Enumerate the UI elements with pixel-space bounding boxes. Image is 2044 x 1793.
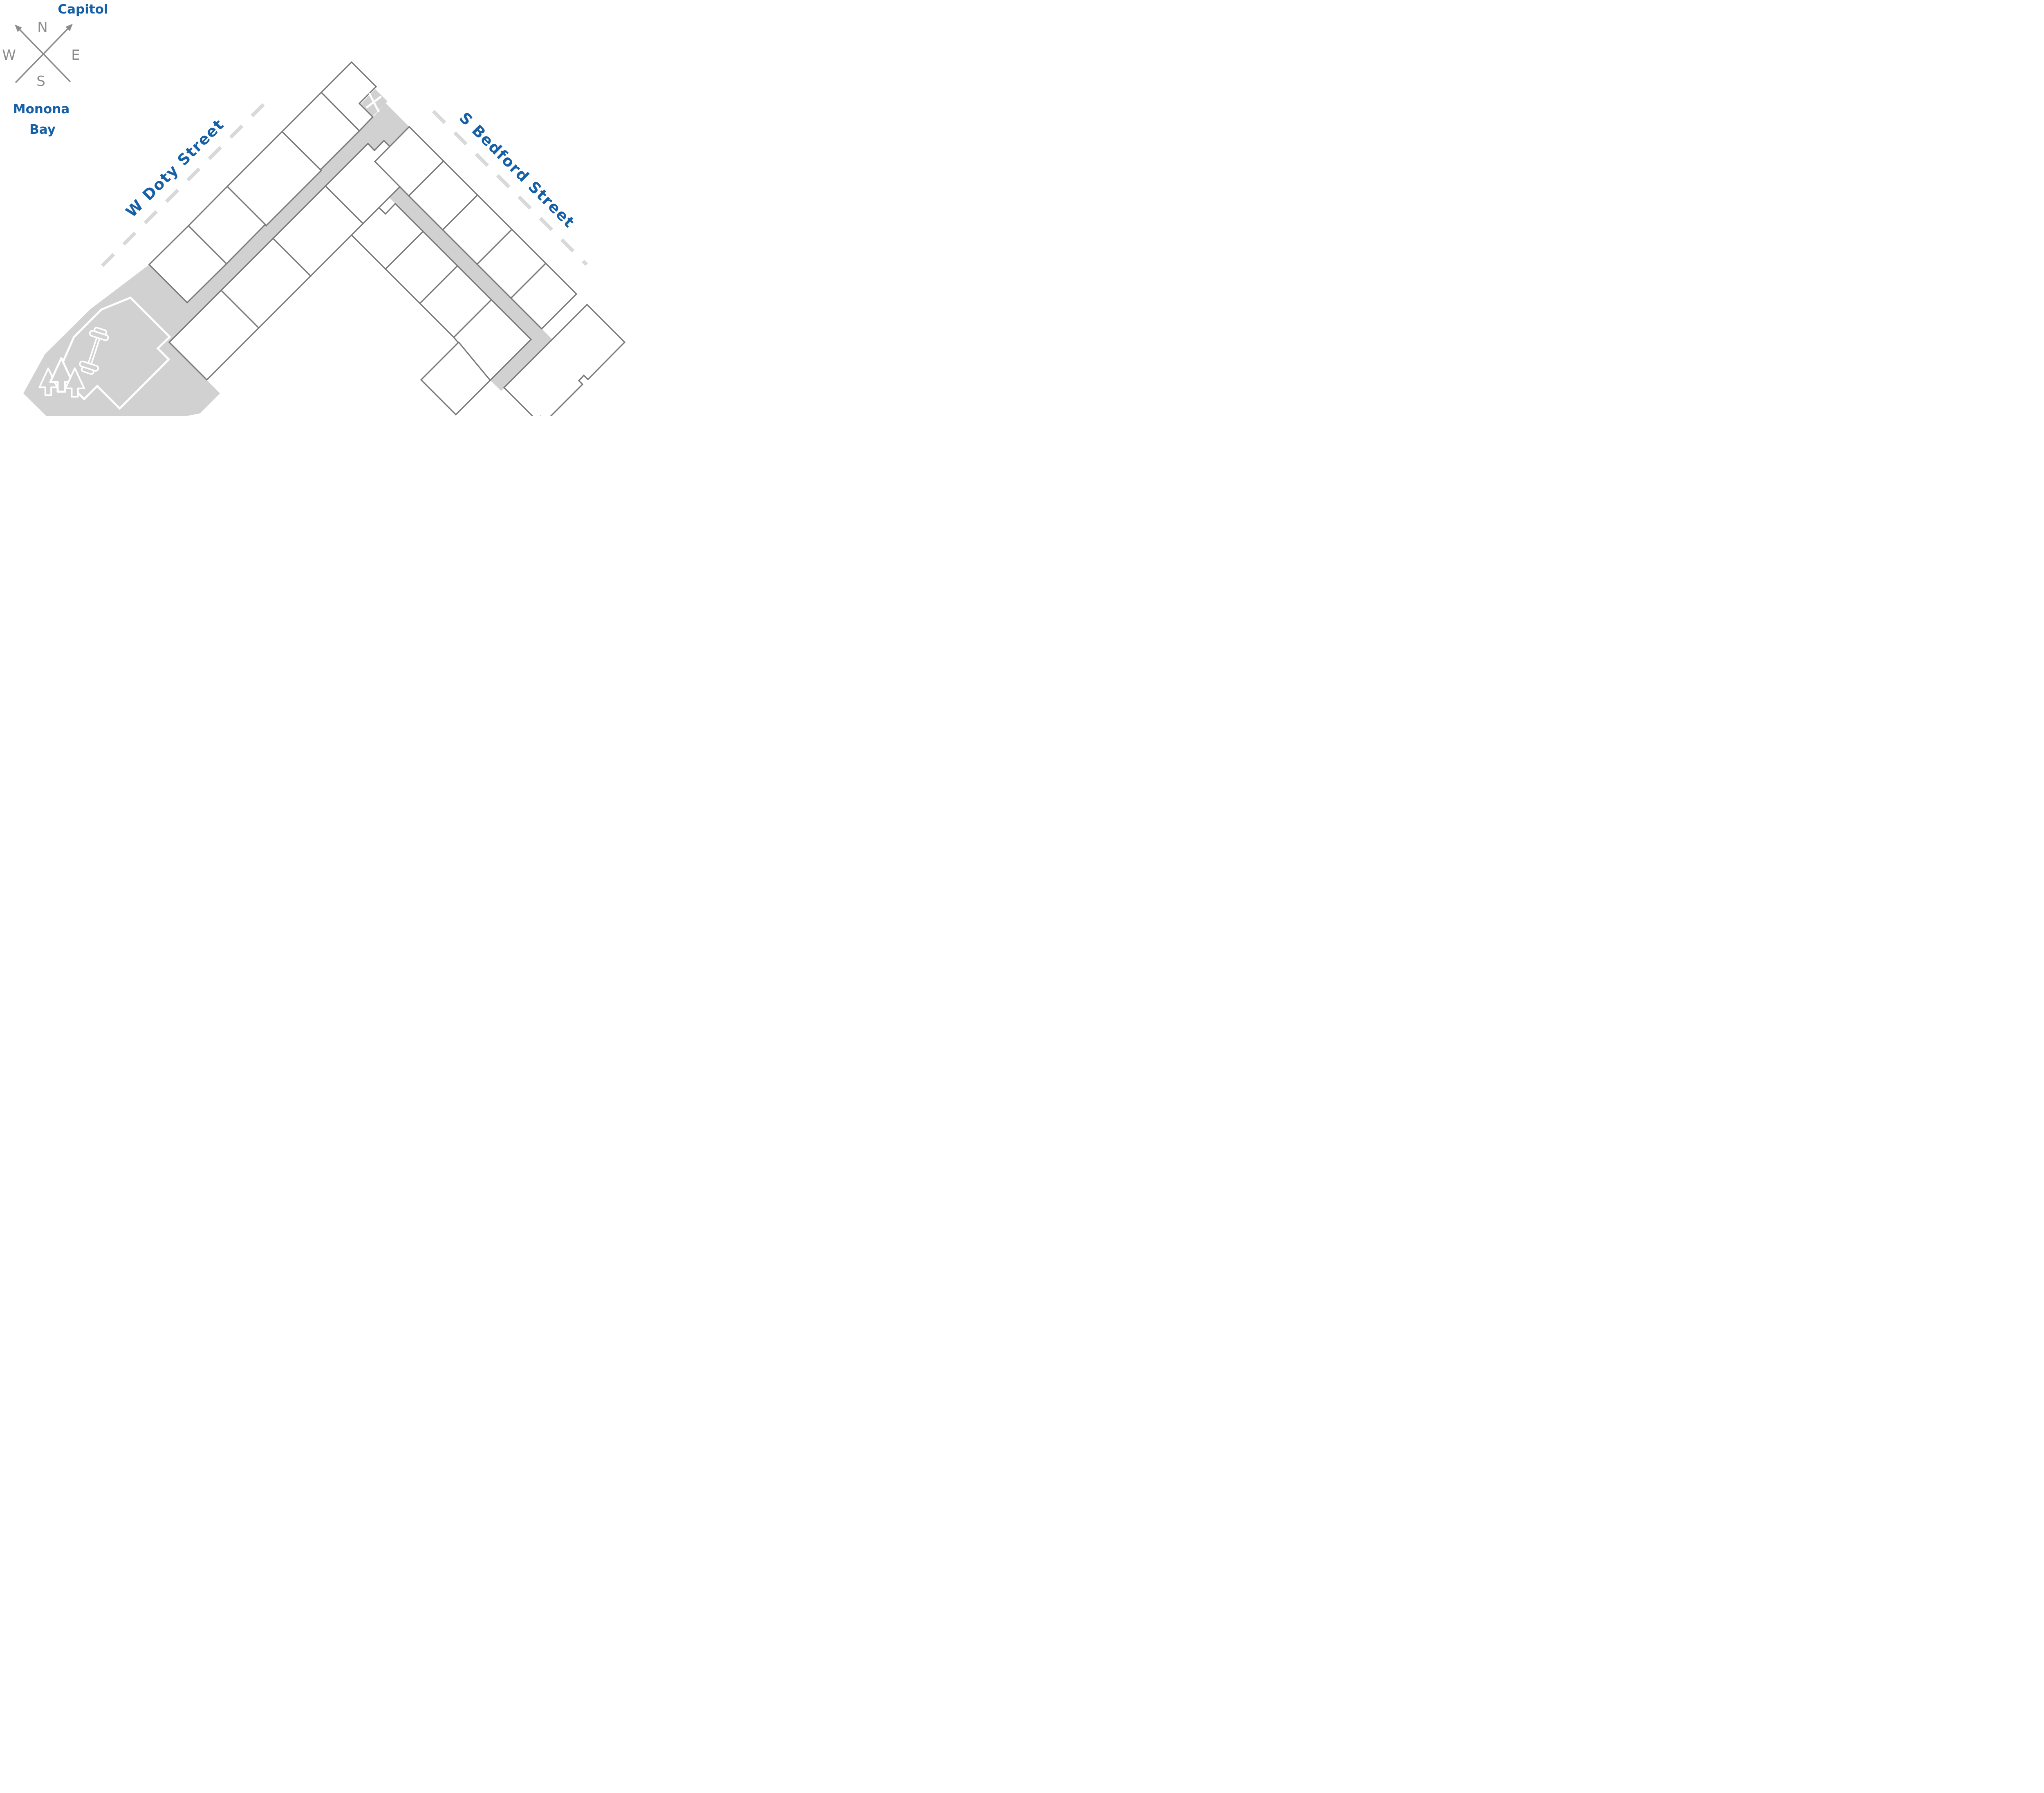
bedford-corridor [352,149,542,339]
orientation-labels: Capitol Monona Bay [13,2,108,137]
site-plan-page: W Doty Street S Bedford Street N E S W C… [0,0,641,416]
monona-bay-label-line1: Monona [13,102,70,117]
unit-doty-inner-4[interactable] [168,289,260,381]
compass-arm-nw [16,25,71,83]
compass-n: N [37,19,47,36]
compass-arrowhead-nw [15,25,22,32]
unit-doty-5[interactable] [148,224,228,304]
doty-corridor [138,117,383,363]
street-centerlines [101,101,588,267]
doty-street-dashes [101,101,267,267]
bedford-street-dashes [432,110,588,266]
dumbbell-icon [79,327,109,375]
compass-w: W [2,47,16,63]
unit-bedford-5[interactable] [510,262,578,330]
highlighted-unit[interactable] [226,130,323,227]
gym-room-outline [57,296,171,410]
monona-bay-label-line2: Bay [29,122,56,137]
compass-e: E [71,47,80,63]
unit-bedford-inner-5[interactable] [420,341,491,416]
amenity-details [38,296,171,410]
stairs-x-stroke-2 [366,96,382,108]
doty-wing [148,61,416,381]
compass-arrowhead-ne [65,24,73,31]
pine-trees-icon [38,357,85,398]
compass-rose-icon: N E S W [2,19,80,90]
site-plan-map: W Doty Street S Bedford Street N E S W C… [2,2,626,416]
end-cross-corridor [490,329,552,391]
bedford-wing [350,126,626,416]
compass-s: S [36,73,45,90]
unit-bedford-end[interactable] [503,303,626,416]
capitol-label: Capitol [58,2,108,17]
stairs-x-icon [361,89,388,116]
